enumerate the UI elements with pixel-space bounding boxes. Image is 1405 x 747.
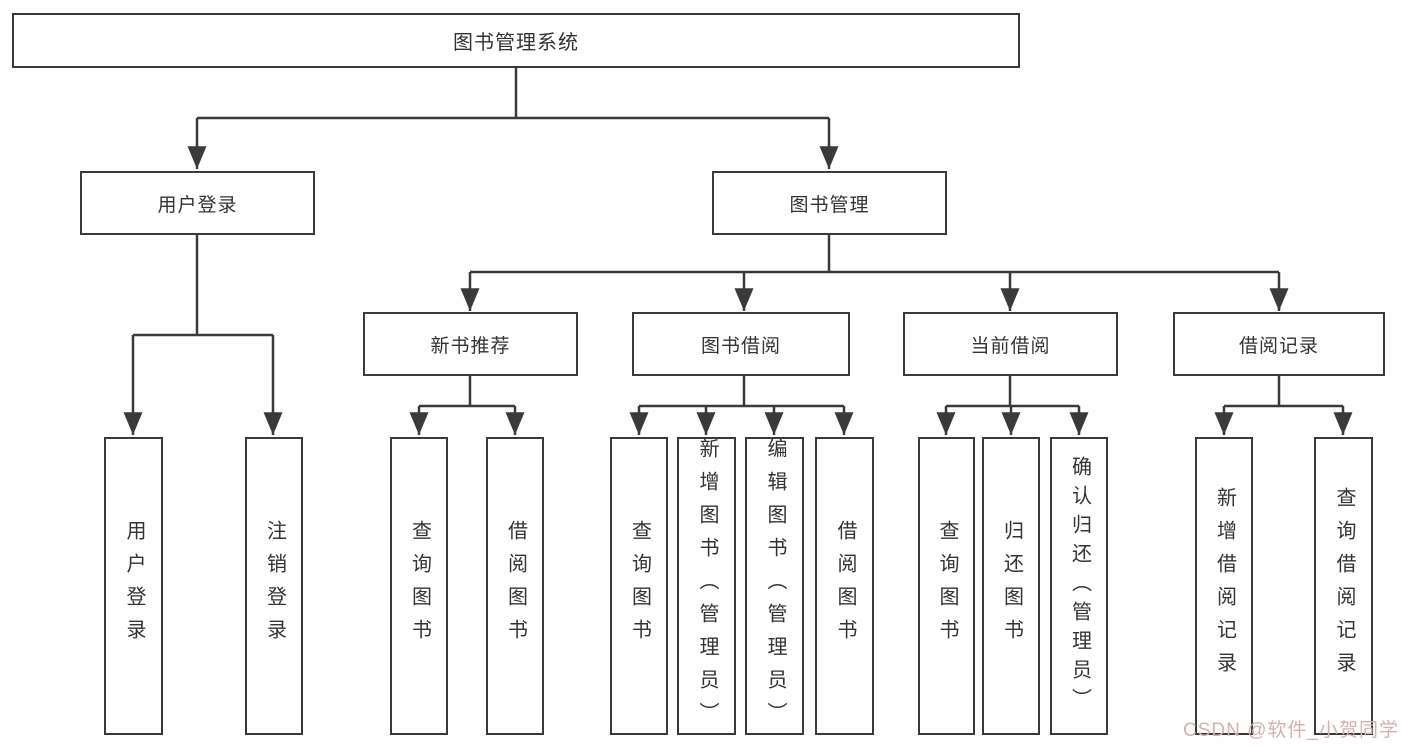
leaf-label: 查询图书 xyxy=(628,520,651,652)
node-user-login: 用户登录 xyxy=(80,171,315,235)
leaf-label: 查询图书 xyxy=(936,520,958,652)
node-book-borrow: 图书借阅 xyxy=(632,312,850,376)
node-book-management-system: 图书管理系统 xyxy=(12,13,1020,68)
leaf-add-books-admin: 新增图书（管理员） xyxy=(677,437,736,735)
leaf-label: 归还图书 xyxy=(1000,520,1023,652)
node-current-borrow: 当前借阅 xyxy=(903,312,1118,376)
leaf-query-books-2: 查询图书 xyxy=(610,437,668,735)
leaf-label: 新增图书（管理员） xyxy=(696,437,718,735)
leaf-add-borrow-record: 新增借阅记录 xyxy=(1195,437,1253,735)
leaf-borrow-books-2: 借阅图书 xyxy=(815,437,874,735)
leaf-label: 查询借阅记录 xyxy=(1333,487,1355,685)
leaf-return-books: 归还图书 xyxy=(982,437,1040,735)
leaf-borrow-books-1: 借阅图书 xyxy=(486,437,544,735)
leaf-label: 编辑图书（管理员） xyxy=(764,437,786,735)
node-borrow-records: 借阅记录 xyxy=(1173,312,1385,376)
leaf-edit-books-admin: 编辑图书（管理员） xyxy=(745,437,804,735)
leaf-confirm-return-admin: 确认归还（管理员） xyxy=(1050,437,1108,735)
leaf-label: 查询图书 xyxy=(408,520,431,652)
leaf-query-borrow-record: 查询借阅记录 xyxy=(1314,437,1373,735)
node-book-management: 图书管理 xyxy=(712,171,947,235)
leaf-label: 注销登录 xyxy=(263,520,286,652)
leaf-label: 确认归还（管理员） xyxy=(1068,455,1091,717)
leaf-label: 借阅图书 xyxy=(504,520,527,652)
leaf-query-books-3: 查询图书 xyxy=(918,437,975,735)
leaf-logout: 注销登录 xyxy=(245,437,303,735)
leaf-user-login: 用户登录 xyxy=(104,437,163,735)
leaf-label: 用户登录 xyxy=(123,520,145,652)
leaf-label: 借阅图书 xyxy=(834,520,856,652)
leaf-label: 新增借阅记录 xyxy=(1213,487,1236,685)
node-new-book-recommend: 新书推荐 xyxy=(363,312,578,376)
watermark: CSDN @软件_小贺同学 xyxy=(1183,720,1399,741)
leaf-query-books-1: 查询图书 xyxy=(390,437,448,735)
